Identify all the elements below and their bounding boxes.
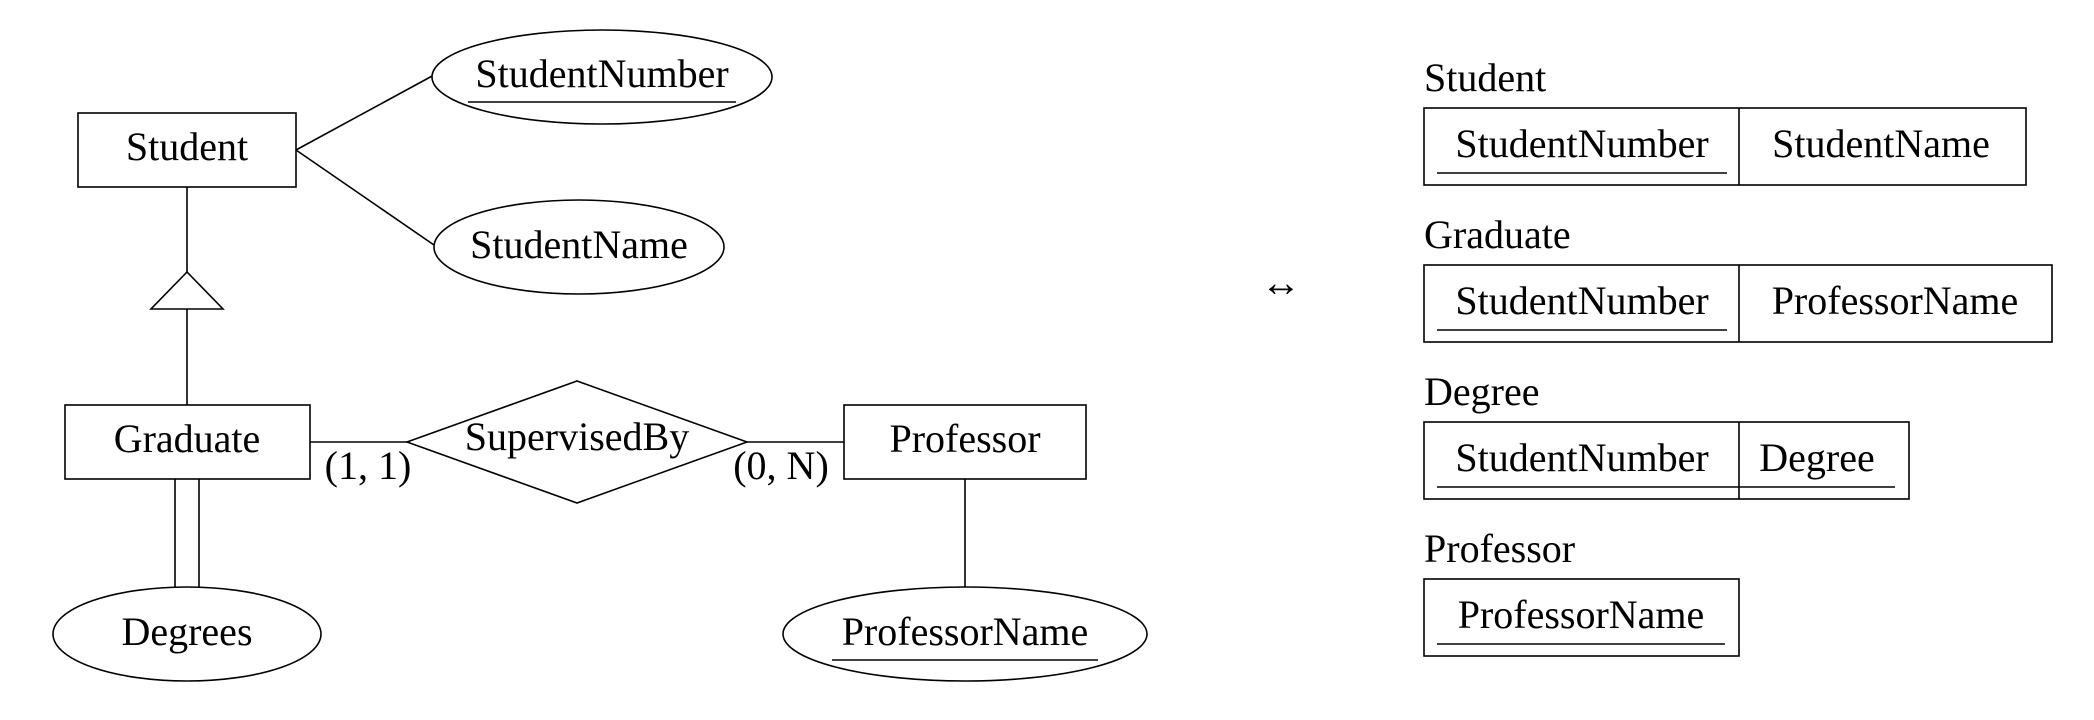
attribute-degrees-label: Degrees: [121, 609, 252, 654]
relation-attribute: StudentNumber: [1455, 435, 1708, 480]
attribute-student-name-ellipse: [433, 199, 725, 295]
cardinality-professor: (0, N): [733, 443, 829, 488]
relation-attribute: StudentNumber: [1455, 278, 1708, 323]
attribute-student-name-label: StudentName: [470, 222, 688, 267]
relation-graduate[interactable]: Graduate StudentNumber ProfessorName: [1423, 212, 2053, 343]
attribute-professor-name-ellipse: [782, 586, 1148, 682]
relation-attribute: ProfessorName: [1772, 278, 2019, 323]
relation-name: Professor: [1424, 526, 1575, 571]
relation-professor[interactable]: Professor ProfessorName: [1423, 526, 1740, 657]
relation-student[interactable]: Student StudentNumber StudentName: [1423, 55, 2027, 186]
relation-attribute: StudentName: [1772, 121, 1990, 166]
entity-professor[interactable]: Professor: [843, 404, 1087, 480]
relation-name: Student: [1424, 55, 1546, 100]
entity-student-label: Student: [126, 124, 248, 169]
attribute-degrees-ellipse: [52, 586, 322, 682]
attribute-student-number-label: StudentNumber: [475, 51, 728, 96]
entity-student-box: [77, 112, 297, 188]
relationship-supervisedby-diamond: [404, 380, 750, 504]
relation-table: [1423, 578, 1740, 657]
cardinality-graduate: (1, 1): [325, 443, 412, 488]
attribute-professor-name-label: ProfessorName: [842, 609, 1089, 654]
relation-attribute: Degree: [1759, 435, 1874, 480]
entity-professor-label: Professor: [889, 416, 1040, 461]
attribute-student-name[interactable]: StudentName: [433, 199, 725, 295]
relation-name: Degree: [1424, 369, 1539, 414]
relation-table: [1423, 107, 2027, 186]
attribute-degrees[interactable]: Degrees: [52, 586, 322, 682]
relation-table: [1423, 421, 1910, 500]
attribute-student-number-ellipse: [431, 29, 773, 125]
isa-triangle: [149, 270, 225, 310]
entity-graduate-box: [64, 404, 311, 480]
relationship-supervisedby-label: SupervisedBy: [465, 414, 689, 459]
relation-degree[interactable]: Degree StudentNumber Degree: [1423, 369, 1910, 500]
relation-table: [1423, 264, 2053, 343]
relationship-supervisedby[interactable]: SupervisedBy: [404, 380, 750, 504]
student-studentname-link: [295, 149, 435, 246]
entity-graduate-label: Graduate: [114, 416, 261, 461]
relation-attribute: StudentNumber: [1455, 121, 1708, 166]
relation-attribute: ProfessorName: [1458, 592, 1705, 637]
attribute-professor-name[interactable]: ProfessorName: [782, 586, 1148, 682]
student-studentnumber-link: [295, 74, 435, 151]
entity-student[interactable]: Student: [77, 112, 297, 188]
entity-graduate[interactable]: Graduate: [64, 404, 311, 480]
entity-professor-box: [843, 404, 1087, 480]
relation-name: Graduate: [1424, 212, 1571, 257]
attribute-student-number[interactable]: StudentNumber: [431, 29, 773, 125]
equivalence-arrow: ↔: [1261, 260, 1301, 305]
